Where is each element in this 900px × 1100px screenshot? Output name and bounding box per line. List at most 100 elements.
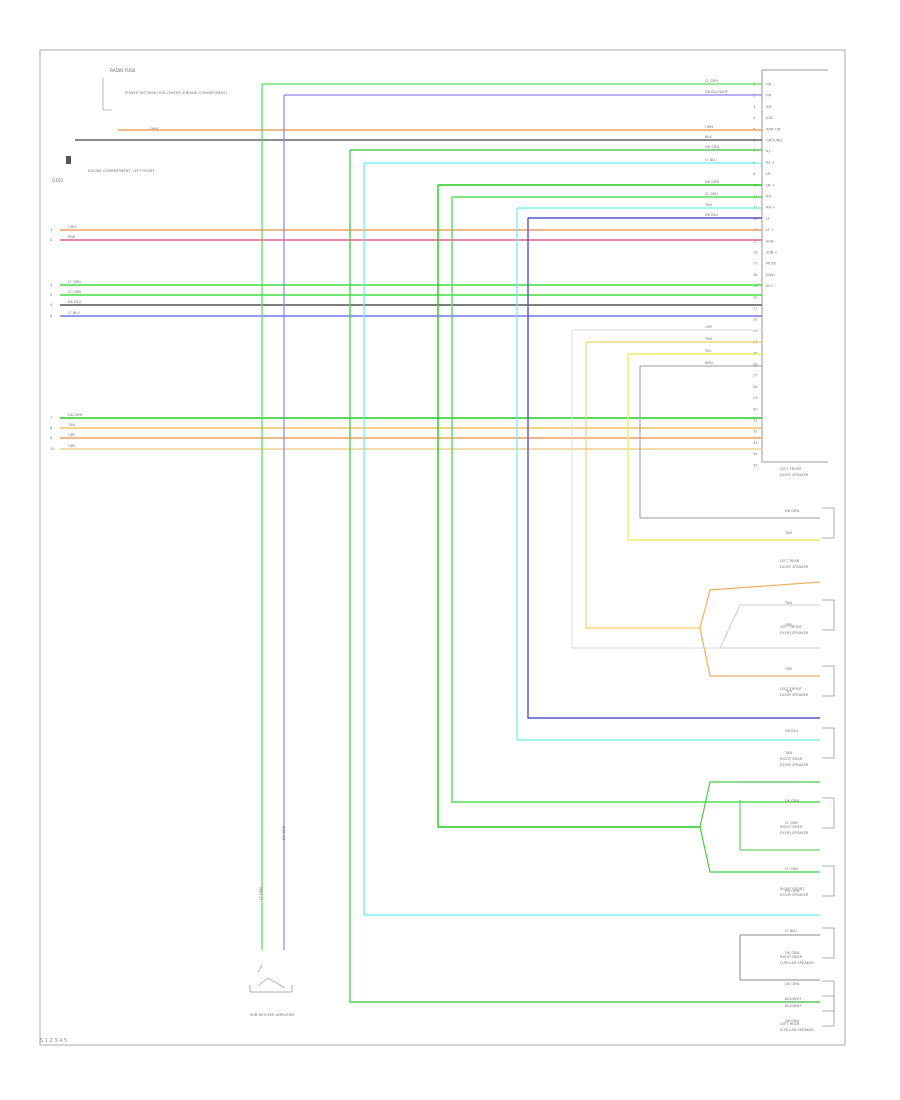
speaker-wire-label: DK GRN [785, 509, 800, 513]
diagram-frame [39, 49, 846, 1046]
amplifier-pin-function: FM [766, 83, 771, 87]
amplifier-pin-number: 13 [753, 217, 758, 221]
amplifier-pin-number: 27 [753, 374, 758, 378]
speaker-name: LEFT REAR [780, 1022, 800, 1026]
speaker-name: DOOR SPEAKER [780, 763, 809, 767]
amplifier-wire-label: LT BLU [705, 158, 717, 162]
sub-woofer: SUB WOOFER AMPLIFIER LT GRN DK GRN [249, 825, 295, 1017]
speaker-wire-label: LT BLU [785, 929, 797, 933]
amplifier-pin-function: LR + [766, 183, 775, 187]
speaker-9: LEFT REAR D-PILLAR SPEAKER DK GRN BLK/WHT [780, 980, 835, 1032]
radio-fuse: RADIO FUSE POWER DISTRIBUTION CENTER (EN… [102, 68, 228, 131]
speaker-wire-label: DK GRN [785, 1019, 800, 1023]
speaker-wire-label: LT GRN [785, 867, 798, 871]
left-wire-label: DK GRN [68, 413, 83, 417]
speaker-connector [822, 727, 835, 759]
amplifier-pin-function: MUTE [766, 262, 777, 266]
left-wire-label: GRY [68, 433, 76, 437]
amplifier-pin-function: DIAG [766, 273, 775, 277]
amplifier-pin-number: 29 [753, 396, 758, 400]
left-pin-number: 8 [50, 426, 53, 430]
left-wire-label: LT GRN [68, 290, 81, 294]
amplifier-pin-function: RF - [766, 150, 774, 154]
speaker-name: RIGHT REAR [780, 825, 803, 829]
speaker-wire-label: DK GRN [785, 951, 800, 955]
amplifier-pin-function: FM [766, 94, 771, 98]
amplifier-pin-number: 16 [753, 251, 758, 255]
sub-woofer-wire-b: DK GRN [282, 825, 286, 840]
amplifier-wire-label: GRY [705, 325, 713, 329]
amplifier-pin-function: AMP ON [766, 127, 781, 131]
speaker-name: D-PILLAR SPEAKER [780, 1028, 814, 1032]
amplifier-pin-function: RR + [766, 206, 775, 210]
amplifier-pin-number: 20 [753, 295, 758, 299]
speaker-wire-label: BLK/WHT [785, 1004, 802, 1008]
amplifier-pin-function: ACC [766, 284, 774, 288]
amplifier-pin-number: 32 [753, 430, 758, 434]
speaker-3: LEFT FRONT DOOR SPEAKER GRY TAN [780, 625, 835, 697]
left-pin-number: 2 [50, 238, 52, 242]
amplifier-pin-function: SUB + [766, 251, 778, 255]
speaker-name: RIGHT REAR [780, 955, 803, 959]
amplifier-pin-number: 3 [753, 105, 755, 109]
speaker-connector [822, 865, 835, 897]
left-pin-number: 9 [50, 436, 53, 440]
amplifier-pin-number: 21 [753, 307, 758, 311]
rr-splice-green [699, 781, 820, 873]
speaker-name: LEFT REAR [780, 559, 800, 563]
speaker-name: DOOR SPEAKER [780, 565, 809, 569]
lf-rear-pillar-wire [349, 149, 820, 1003]
amplifier-wire-label: BLK [705, 135, 712, 139]
left-pin-number: 5 [50, 303, 52, 307]
amplifier-pin-number: 19 [753, 284, 758, 288]
amplifier-pin-function: RR - [766, 195, 774, 199]
lr-door-splice-gray [719, 604, 820, 649]
speaker-connector [822, 980, 835, 1012]
radio-fuse-wire: ORN [150, 127, 158, 131]
amplifier-pin-number: 18 [753, 273, 758, 277]
lr-door-wire-gray [571, 329, 762, 649]
speaker-wire-label: DK GRN [785, 799, 800, 803]
speaker-name: D-PILLAR SPEAKER [780, 961, 814, 965]
left-wire-label: PNK [68, 235, 76, 239]
amplifier-pin-number: 30 [753, 407, 758, 411]
amplifier-pin-number: 23 [753, 329, 758, 333]
sub-woofer-wire-green [261, 83, 762, 950]
amplifier-pin-number: 28 [753, 385, 758, 389]
left-wire-label: TAN [67, 423, 75, 427]
ground-note: ENGINE COMPARTMENT, LEFT FRONT [88, 169, 155, 173]
speaker-name: LEFT FRONT [780, 467, 803, 471]
left-wire-label: ORN [68, 225, 76, 229]
speaker-wire-label: TAN [784, 689, 792, 693]
speaker-name: LEFT FRONT [780, 625, 803, 629]
speaker-wire-label: TAN [784, 751, 792, 755]
amplifier-pin-function: IGN [766, 116, 773, 120]
amplifier-wire-label: TAN [704, 203, 712, 207]
amplifier-wire-label: DK BLU/WHT [705, 90, 729, 94]
amplifier-pin-function: AM [766, 105, 772, 109]
speaker-name: RIGHT FRONT [780, 887, 805, 891]
lf-door-wire-tan [516, 207, 820, 741]
left-pin-number: 3 [50, 283, 52, 287]
speaker-name: DOOR SPEAKER [780, 631, 809, 635]
speaker-wire-label: GRY [785, 667, 793, 671]
lf-door-wire-yellow [627, 353, 820, 541]
amplifier-pin-function: GROUND [766, 139, 782, 143]
amplifier-wire-label: DK BLU [705, 213, 719, 217]
left-pin-number: 6 [50, 314, 53, 318]
ground-title: G101 [52, 178, 64, 183]
amplifier-pin-number: 26 [753, 363, 758, 367]
speaker-name: DOOR SPEAKER [780, 693, 809, 697]
speaker-8: RIGHT REAR D-PILLAR SPEAKER BLK/WHT DK GRN [780, 955, 835, 1027]
sub-woofer-name: SUB WOOFER AMPLIFIER [250, 1013, 295, 1017]
pillar-splice-black [739, 934, 820, 981]
amplifier-pin-number: 17 [753, 262, 758, 266]
amplifier-pin-number: 15 [753, 239, 758, 243]
